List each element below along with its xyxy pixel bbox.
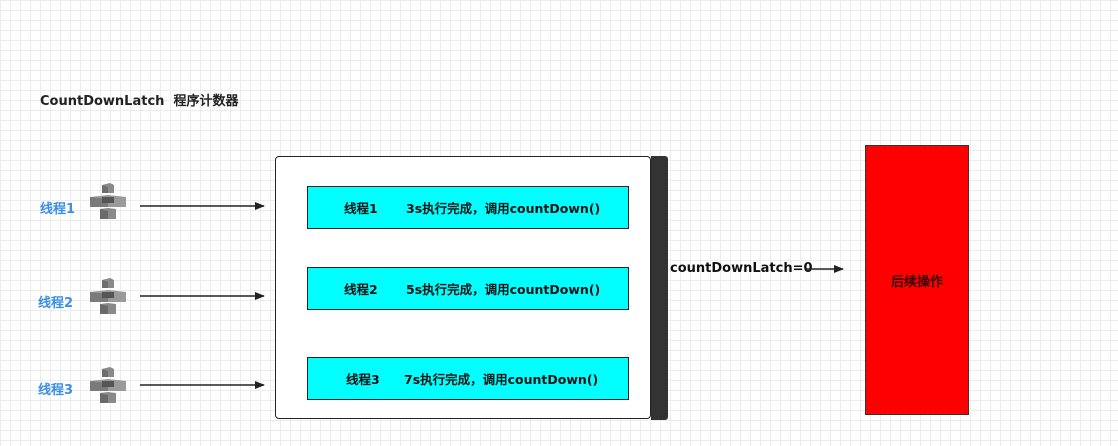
task-box-2: 线程2 5s执行完成，调用countDown() [307, 267, 629, 310]
task-desc: 3s执行完成，调用countDown() [406, 201, 601, 216]
task-desc: 5s执行完成，调用countDown() [406, 282, 601, 297]
task-name: 线程2 [344, 282, 378, 297]
thread-label-3: 线程3 [38, 383, 74, 398]
thread-cube-icon [90, 183, 126, 219]
latch-count-label: countDownLatch=0 [670, 261, 813, 276]
task-box-1: 线程1 3s执行完成，调用countDown() [307, 186, 629, 229]
thread-cube-icon [90, 278, 126, 314]
thread-label-2: 线程2 [38, 296, 74, 311]
thread-cube-icon [90, 367, 126, 403]
task-name: 线程1 [344, 201, 378, 216]
task-name: 线程3 [346, 372, 380, 387]
thread-label-1: 线程1 [40, 202, 76, 217]
task-desc: 7s执行完成，调用countDown() [404, 372, 599, 387]
latch-container-bar [651, 156, 668, 420]
task-box-3: 线程3 7s执行完成，调用countDown() [307, 357, 629, 400]
next-step-label: 后续操作 [890, 274, 943, 290]
diagram-title: CountDownLatch 程序计数器 [40, 94, 239, 109]
next-step-box: 后续操作 [865, 145, 969, 415]
